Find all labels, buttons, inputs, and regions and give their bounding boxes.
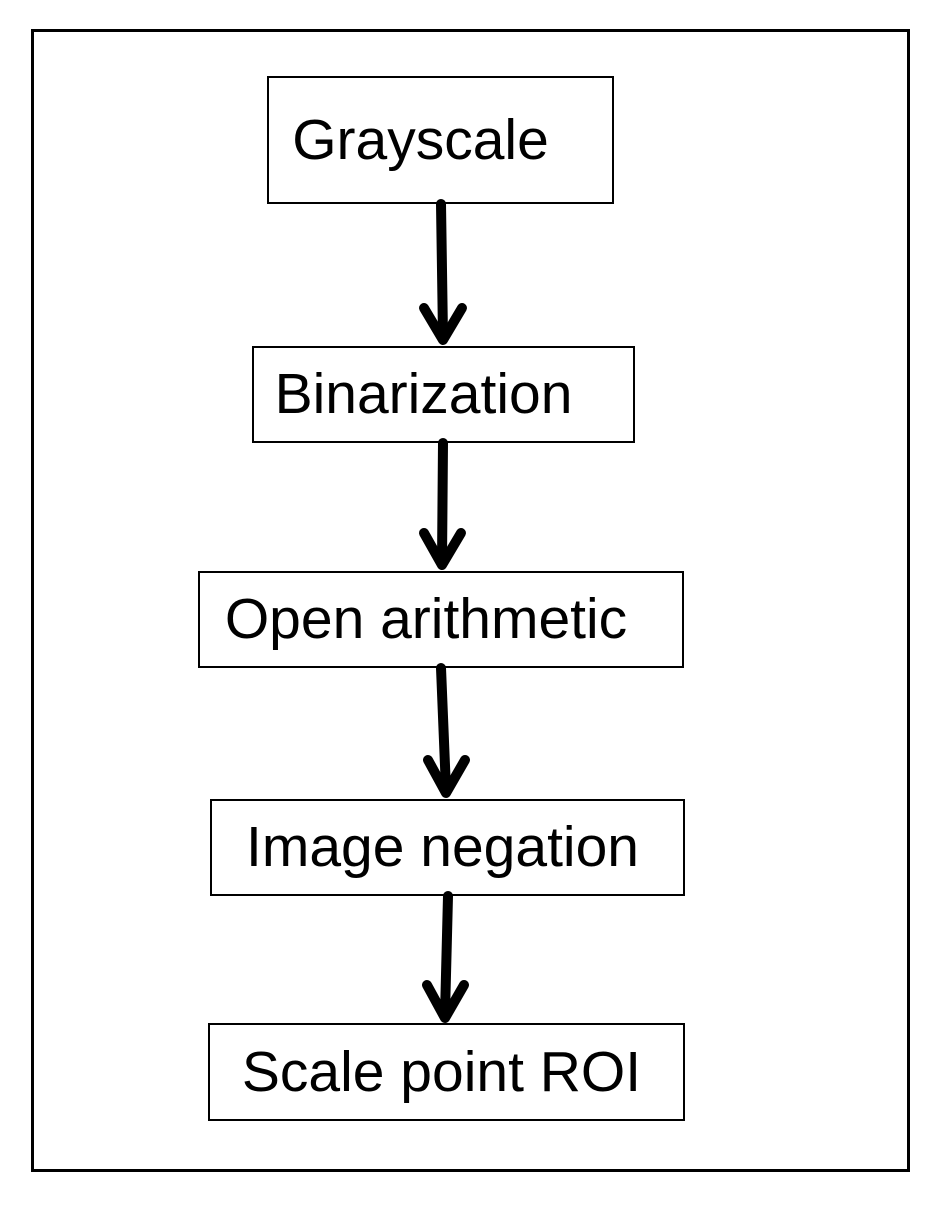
step-label: Open arithmetic <box>224 587 628 651</box>
diagram-frame <box>31 29 910 1172</box>
step-open-arithmetic: Open arithmetic <box>198 571 684 668</box>
step-image-negation: Image negation <box>210 799 685 896</box>
step-label: Image negation <box>246 815 639 879</box>
step-scale-point-roi: Scale point ROI <box>208 1023 685 1121</box>
step-label: Scale point ROI <box>241 1039 642 1104</box>
step-binarization: Binarization <box>252 346 635 443</box>
step-label: Binarization <box>274 362 573 426</box>
step-label: Grayscale <box>292 107 549 172</box>
